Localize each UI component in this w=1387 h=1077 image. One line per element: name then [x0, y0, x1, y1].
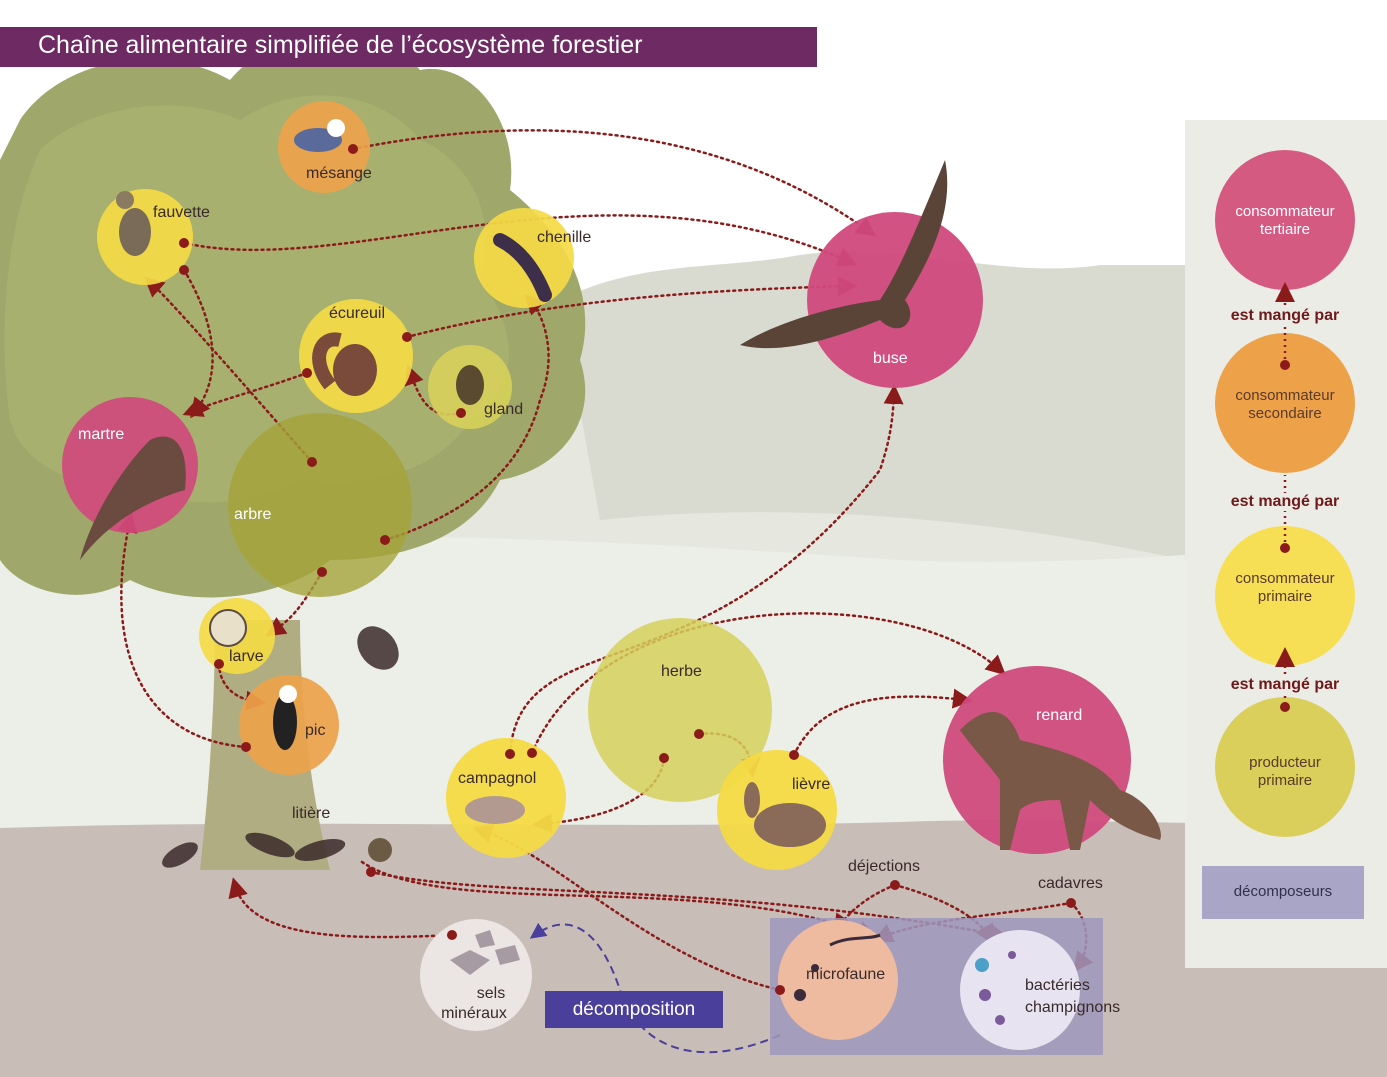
mesange-icon — [294, 119, 345, 152]
buse-icon — [740, 160, 948, 349]
label-campagnol: campagnol — [458, 770, 537, 787]
arrow-litiere-microfaune — [360, 860, 878, 941]
decomposition-label-box: décomposition — [545, 991, 723, 1028]
legend-tertiary-circle — [1215, 150, 1355, 290]
label-microfaune: microfaune — [806, 966, 886, 983]
label-pic: pic — [305, 722, 326, 739]
arrow-sels-arbre — [228, 877, 454, 939]
label-fauvette: fauvette — [153, 204, 210, 221]
legend-decomposers-label: décomposeurs — [1233, 883, 1333, 900]
legend-arrow-label-2: est mangé par — [1213, 493, 1357, 511]
sels-circle — [420, 919, 532, 1031]
renard-icon — [960, 711, 1161, 850]
herbe-circle — [588, 618, 772, 802]
label-bacteries: bactéries — [1025, 977, 1090, 994]
arbre-circle — [228, 413, 412, 597]
martre-icon — [80, 436, 186, 560]
decomposition-label: décomposition — [572, 999, 696, 1020]
chenille-icon — [493, 233, 552, 302]
label-renard: renard — [1036, 707, 1083, 724]
legend-decomposers: décomposeurs — [1202, 866, 1364, 919]
legend-arrow-label-1: est mangé par — [1213, 307, 1357, 325]
microfaune-icon — [794, 933, 881, 1001]
label-ecureuil: écureuil — [329, 305, 386, 322]
bacteries-circle — [960, 930, 1080, 1050]
label-chenille: chenille — [537, 229, 592, 246]
anchor-dots — [179, 144, 1076, 995]
title-bar: Chaîne alimentaire simplifiée de l’écosy… — [0, 27, 817, 67]
label-champignons: champignons — [1025, 999, 1121, 1016]
label-sels: sels — [476, 985, 506, 1002]
label-arbre: arbre — [234, 506, 272, 523]
campagnol-icon — [465, 796, 525, 824]
pic-icon — [273, 685, 297, 750]
arrow-mesange-buse — [351, 129, 877, 237]
lievre-icon — [744, 782, 826, 847]
arrow-campagnol-renard — [530, 612, 1006, 755]
arrow-ecureuil-buse — [405, 276, 858, 339]
label-litiere: litière — [292, 805, 331, 822]
arrow-campagnol-buse — [508, 384, 904, 756]
label-mesange: mésange — [306, 165, 372, 182]
legend-arrow-label-3: est mangé par — [1213, 676, 1357, 694]
gland-icon — [456, 365, 484, 405]
arrow-pic-martre — [117, 512, 248, 749]
arrow-litiere-bacteries — [369, 870, 1008, 943]
arrow-fauvette-buse — [182, 214, 858, 267]
microfaune-circle — [778, 920, 898, 1040]
legend-producer-circle — [1215, 697, 1355, 837]
label-lievre: lièvre — [792, 776, 831, 793]
sels-mineraux-icon — [450, 930, 520, 975]
ecureuil-icon — [312, 332, 377, 396]
label-larve: larve — [229, 648, 264, 665]
arrow-arbre-chenille — [383, 294, 550, 542]
label-gland: gland — [484, 401, 524, 418]
arrow-arbre-fauvette — [144, 276, 314, 464]
page-title: Chaîne alimentaire simplifiée de l’écosy… — [38, 31, 643, 59]
bacteries-icon — [975, 951, 1016, 1025]
fauvette-icon — [116, 191, 151, 256]
arrow-ecureuil-martre — [182, 371, 309, 417]
label-dejections: déjections — [848, 858, 921, 875]
label-martre: martre — [78, 426, 125, 443]
arrow-microfaune-litiere — [472, 823, 782, 992]
label-herbe: herbe — [661, 663, 702, 680]
label-buse: buse — [873, 350, 908, 367]
larve-icon — [209, 609, 247, 647]
label-mineraux: minéraux — [441, 1005, 507, 1022]
leaves-litter — [162, 626, 399, 868]
label-cadavres: cadavres — [1038, 875, 1103, 892]
arrow-lievre-renard — [792, 688, 973, 757]
